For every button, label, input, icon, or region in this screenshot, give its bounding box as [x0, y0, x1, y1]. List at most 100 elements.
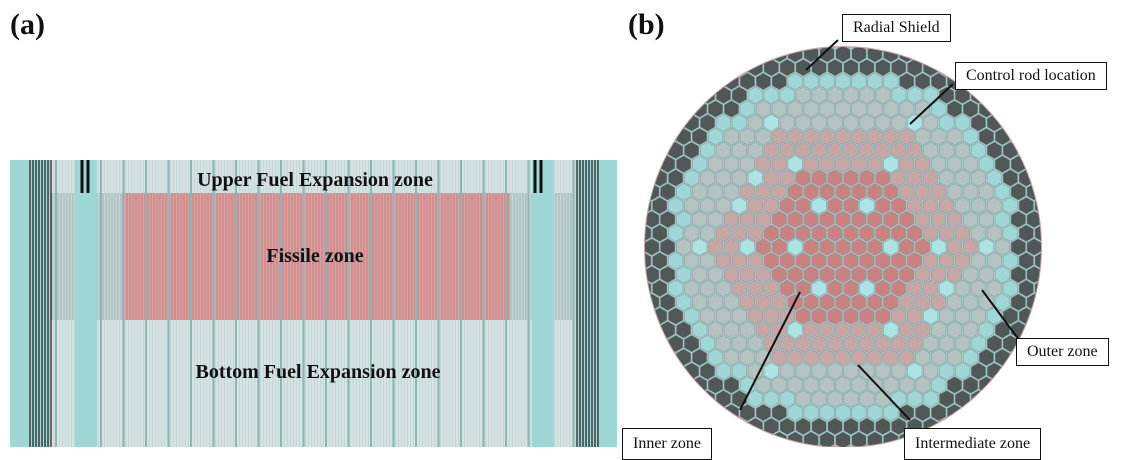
assembly-hex [915, 72, 931, 91]
assembly-hex [915, 265, 931, 284]
assembly-hex [763, 86, 779, 104]
assembly-hex [779, 252, 795, 270]
assembly-hex [843, 279, 859, 298]
assembly-hex [938, 86, 955, 104]
assembly-hex [946, 376, 963, 394]
assembly-hex [645, 210, 660, 229]
assembly-hex [835, 100, 851, 118]
assembly-hex [899, 210, 915, 229]
assembly-hex [683, 252, 700, 270]
assembly-hex [803, 321, 819, 339]
assembly-hex [699, 307, 716, 325]
assembly-hex [946, 155, 963, 173]
assembly-hex [787, 127, 803, 146]
assembly-hex [771, 293, 787, 311]
assembly-hex [747, 390, 763, 408]
assembly-hex [835, 127, 851, 146]
assembly-hex [946, 127, 963, 146]
assembly-hex [715, 114, 732, 132]
assembly-hex [923, 252, 939, 270]
assembly-hex [779, 58, 795, 77]
assembly-hex [723, 265, 740, 284]
rod-band [532, 160, 554, 447]
assembly-hex [859, 390, 875, 408]
assembly-hex [699, 252, 716, 270]
assembly-hex [907, 390, 923, 408]
assembly-hex [755, 403, 771, 422]
inner-zone-leader [739, 291, 801, 411]
assembly-hex [938, 252, 955, 270]
assembly-hex [930, 293, 947, 311]
assembly-hex [875, 417, 891, 436]
assembly-hex [867, 183, 883, 201]
assembly-hex [787, 265, 803, 284]
assembly-hex [915, 403, 931, 422]
assembly-hex [843, 252, 859, 270]
assembly-hex [779, 86, 795, 104]
assembly-hex [779, 362, 795, 380]
inner-zone-callout: Inner zone [622, 428, 712, 460]
assembly-hex [851, 183, 867, 201]
assembly-hex [891, 169, 907, 187]
radial-shield-leader [805, 39, 839, 71]
assembly-hex [707, 183, 724, 201]
assembly-hex [915, 210, 931, 229]
assembly-hex [660, 265, 676, 284]
assembly-hex [787, 100, 803, 118]
assembly-hex [843, 390, 859, 408]
assembly-hex [1018, 196, 1034, 215]
assembly-hex [676, 293, 692, 311]
assembly-hex [867, 238, 883, 256]
assembly-hex [938, 279, 955, 298]
assembly-hex [723, 210, 740, 229]
assembly-hex [715, 307, 732, 325]
assembly-hex [954, 334, 971, 353]
assembly-hex [699, 224, 716, 242]
assembly-hex [867, 348, 883, 367]
assembly-hex [1018, 224, 1034, 242]
assembly-hex [907, 362, 923, 380]
assembly-hex [803, 348, 819, 367]
assembly-hex [747, 252, 763, 270]
assembly-hex [986, 334, 1003, 353]
assembly-hex [851, 47, 867, 63]
assembly-hex [851, 238, 867, 256]
assembly-hex [1002, 252, 1018, 270]
assembly-hex [747, 196, 763, 215]
assembly-hex [883, 265, 899, 284]
assembly-hex [763, 307, 779, 325]
assembly-hex [962, 321, 979, 339]
assembly-hex [938, 169, 955, 187]
assembly-hex [851, 265, 867, 284]
assembly-hex [859, 417, 875, 436]
assembly-hex [747, 114, 763, 132]
assembly-hex [731, 279, 748, 298]
assembly-hex [739, 293, 756, 311]
assembly-hex [923, 196, 939, 215]
assembly-hex [867, 155, 883, 173]
assembly-hex [787, 155, 803, 173]
assembly-hex [803, 403, 819, 422]
assembly-hex [668, 224, 684, 242]
assembly-hex [819, 155, 835, 173]
assembly-hex [843, 224, 859, 242]
assembly-hex [827, 307, 843, 325]
assembly-hex [938, 334, 955, 353]
upper-zone-label: Upper Fuel Expansion zone [197, 169, 433, 191]
assembly-hex [835, 348, 851, 367]
assembly-hex [683, 169, 700, 187]
assembly-hex [859, 169, 875, 187]
assembly-hex [771, 155, 787, 173]
assembly-hex [795, 390, 811, 408]
assembly-hex [962, 183, 979, 201]
assembly-hex [970, 169, 987, 187]
fuel-rods [29, 160, 599, 447]
assembly-hex [938, 307, 955, 325]
assembly-hex [843, 58, 859, 77]
assembly-hex [763, 169, 779, 187]
assembly-hex [811, 307, 827, 325]
assembly-hex [803, 155, 819, 173]
assembly-hex [986, 196, 1003, 215]
assembly-hex [915, 100, 931, 118]
assembly-hex [787, 403, 803, 422]
